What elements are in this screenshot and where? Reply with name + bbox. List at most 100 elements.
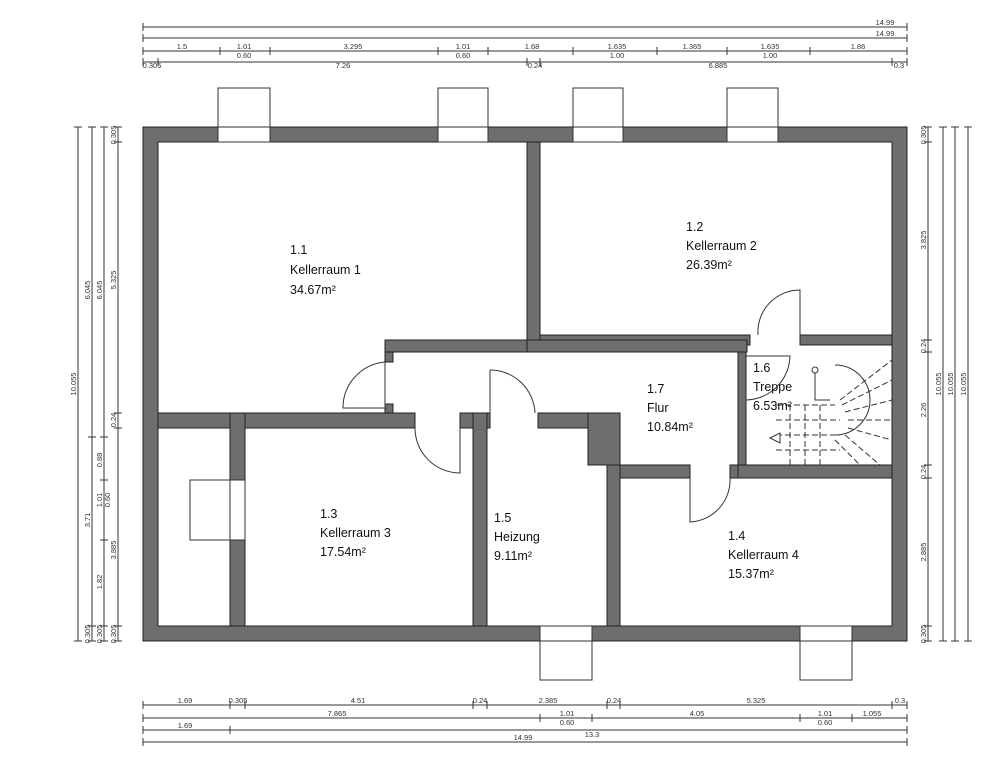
dim-label: 5.325 bbox=[747, 696, 766, 705]
room-number: 1.4 bbox=[728, 529, 745, 543]
window-openings bbox=[217, 126, 853, 642]
dim-label: 1.69 bbox=[178, 721, 193, 730]
dim-label: 1.01 bbox=[95, 493, 104, 508]
dim-label: 0.60 bbox=[456, 51, 471, 60]
dim-label: 1.00 bbox=[610, 51, 625, 60]
room-area: 17.54m² bbox=[320, 545, 366, 559]
room-area: 26.39m² bbox=[686, 258, 732, 272]
room-1-5: 1.5 Heizung 9.11m² bbox=[494, 511, 540, 563]
dim-label: 0.305 bbox=[95, 625, 104, 644]
dim-label: 10.055 bbox=[959, 373, 968, 396]
dim-label: 6.045 bbox=[83, 281, 92, 300]
dim-label: 1.055 bbox=[863, 709, 882, 718]
room-1-2: 1.2 Kellerraum 2 26.39m² bbox=[686, 220, 757, 272]
dim-label: 3.295 bbox=[344, 42, 363, 51]
dim-label: 1.82 bbox=[95, 575, 104, 590]
dim-label: 3.885 bbox=[109, 541, 118, 560]
windows bbox=[189, 87, 853, 681]
dim-label: 14.99 bbox=[876, 29, 895, 38]
dim-label: 0.3 bbox=[894, 61, 904, 70]
room-number: 1.2 bbox=[686, 220, 703, 234]
dim-label: 1.5 bbox=[177, 42, 187, 51]
dim-label: 0.305 bbox=[109, 625, 118, 644]
dim-label: 0.60 bbox=[560, 718, 575, 727]
dim-label: 0.305 bbox=[83, 625, 92, 644]
dim-label: 1.01 bbox=[818, 709, 833, 718]
dim-label: 0.24 bbox=[919, 339, 928, 354]
dim-label: 0.305 bbox=[919, 126, 928, 145]
doors bbox=[342, 289, 801, 523]
room-name: Heizung bbox=[494, 530, 540, 544]
dim-label: 0.305 bbox=[229, 696, 248, 705]
dim-label: 1.69 bbox=[178, 696, 193, 705]
dimensions-top: 14.99 14.99 1.5 1.01 3.295 1.01 1.68 1.6… bbox=[143, 18, 905, 70]
dim-label: 1.635 bbox=[761, 42, 780, 51]
dim-label: 1.86 bbox=[851, 42, 866, 51]
room-area: 34.67m² bbox=[290, 283, 336, 297]
dim-label: 1.635 bbox=[608, 42, 627, 51]
dim-label: 3.825 bbox=[919, 231, 928, 250]
dimensions-bottom: 1.69 0.305 4.51 0.24 2.385 0.24 5.325 0.… bbox=[178, 696, 906, 742]
dim-label: 0.60 bbox=[103, 493, 112, 508]
room-1-3: 1.3 Kellerraum 3 17.54m² bbox=[320, 507, 391, 559]
room-name: Kellerraum 4 bbox=[728, 548, 799, 562]
room-number: 1.3 bbox=[320, 507, 337, 521]
dim-label: 1.01 bbox=[237, 42, 252, 51]
room-1-4: 1.4 Kellerraum 4 15.37m² bbox=[728, 529, 799, 581]
room-area: 9.11m² bbox=[494, 549, 532, 563]
room-1-1: 1.1 Kellerraum 1 34.67m² bbox=[290, 243, 361, 297]
dim-label: 0.24 bbox=[919, 465, 928, 480]
room-name: Kellerraum 1 bbox=[290, 263, 361, 277]
dim-label: 14.99 bbox=[514, 733, 533, 742]
room-name: Kellerraum 2 bbox=[686, 239, 757, 253]
dim-label: 3.71 bbox=[83, 513, 92, 528]
dim-label: 0.60 bbox=[818, 718, 833, 727]
dim-label: 13.3 bbox=[585, 730, 600, 739]
room-number: 1.5 bbox=[494, 511, 511, 525]
staircase bbox=[768, 359, 893, 466]
dim-label: 14.99 bbox=[876, 18, 895, 27]
dim-label: 0.305 bbox=[143, 61, 162, 70]
walls bbox=[142, 126, 908, 642]
dim-label: 1.00 bbox=[763, 51, 778, 60]
dim-label: 10.055 bbox=[69, 373, 78, 396]
dim-label: 0.24 bbox=[607, 696, 622, 705]
room-area: 6.53m² bbox=[753, 399, 792, 413]
room-name: Flur bbox=[647, 401, 669, 415]
room-area: 10.84m² bbox=[647, 420, 693, 434]
dimensions-left: 10.055 6.045 3.71 0.305 6.045 0.88 1.01 … bbox=[69, 126, 118, 644]
room-1-7: 1.7 Flur 10.84m² bbox=[647, 382, 693, 434]
dim-label: 0.305 bbox=[109, 126, 118, 145]
dim-label: 7.865 bbox=[328, 709, 347, 718]
dim-label: 0.60 bbox=[237, 51, 252, 60]
room-1-6: 1.6 Treppe 6.53m² bbox=[753, 361, 792, 413]
dim-label: 10.055 bbox=[946, 373, 955, 396]
dim-label: 7.26 bbox=[336, 61, 351, 70]
dim-label: 1.365 bbox=[683, 42, 702, 51]
room-name: Kellerraum 3 bbox=[320, 526, 391, 540]
room-name: Treppe bbox=[753, 380, 792, 394]
dim-label: 4.05 bbox=[690, 709, 705, 718]
dim-label: 0.24 bbox=[528, 61, 543, 70]
dim-label: 0.88 bbox=[95, 453, 104, 468]
room-area: 15.37m² bbox=[728, 567, 774, 581]
dim-label: 4.51 bbox=[351, 696, 366, 705]
room-number: 1.6 bbox=[753, 361, 770, 375]
dim-label: 2.385 bbox=[539, 696, 558, 705]
dim-label: 2.26 bbox=[919, 403, 928, 418]
dim-label: 0.24 bbox=[109, 413, 118, 428]
dim-label: 10.055 bbox=[934, 373, 943, 396]
dim-label: 6.885 bbox=[709, 61, 728, 70]
dim-label: 1.01 bbox=[560, 709, 575, 718]
dim-label: 6.045 bbox=[95, 281, 104, 300]
dim-label: 1.01 bbox=[456, 42, 471, 51]
room-number: 1.1 bbox=[290, 243, 307, 257]
dim-label: 1.68 bbox=[525, 42, 540, 51]
dim-label: 2.885 bbox=[919, 543, 928, 562]
dimension-lines bbox=[74, 23, 972, 746]
dim-label: 5.325 bbox=[109, 271, 118, 290]
dimensions-right: 0.305 3.825 0.24 2.26 0.24 2.885 0.305 1… bbox=[919, 126, 968, 644]
room-number: 1.7 bbox=[647, 382, 664, 396]
dim-label: 0.3 bbox=[895, 696, 905, 705]
